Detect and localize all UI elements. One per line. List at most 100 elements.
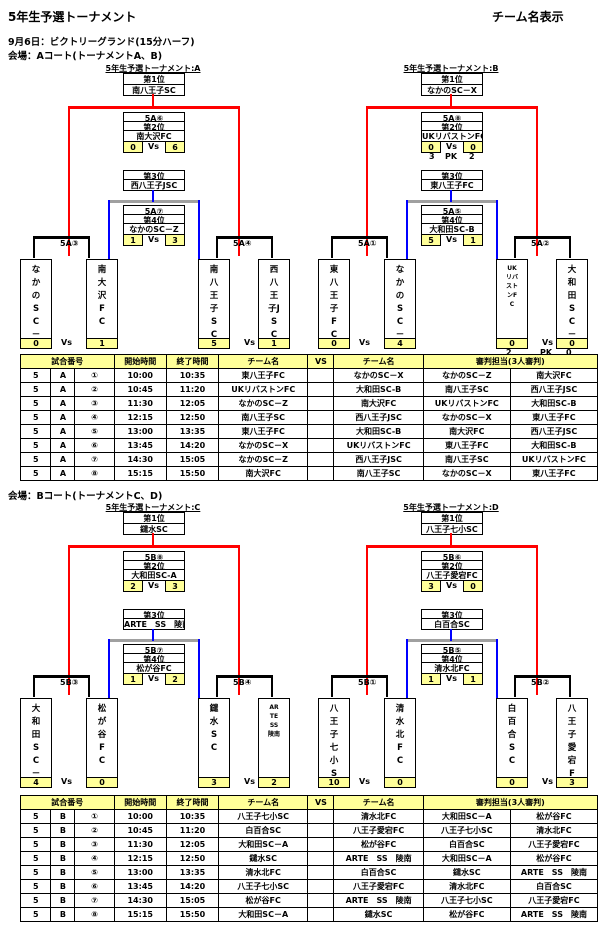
table-cell: ④ (74, 410, 115, 425)
third-score-right: 1 (463, 234, 483, 246)
vs-label: Vs (148, 142, 159, 151)
table-header-start: 開始時間 (113, 354, 167, 369)
team-box: 白百合SC (496, 698, 528, 778)
final-score-right: 0 (463, 580, 483, 592)
semi-left-drop2 (386, 675, 388, 697)
team-box: 清水北FC (384, 698, 416, 778)
third-place-team: 東八王子FC (421, 179, 483, 191)
table-cell: 12:05 (165, 837, 220, 852)
table-cell: 南大沢FC (509, 368, 599, 383)
table-cell: A (50, 382, 76, 397)
table-cell: 清水北FC (218, 865, 309, 880)
vs-label: Vs (446, 674, 457, 683)
team-box: なかのSC－Z (20, 259, 52, 339)
third-place-team: 西八王子JSC (123, 179, 185, 191)
team-score: 3 (198, 777, 230, 788)
team-box: 西八王子JSC (258, 259, 290, 339)
semi-left-drop2 (386, 236, 388, 258)
table-cell: 南八王子SC (422, 382, 511, 397)
champion-path-right (238, 545, 240, 695)
table-cell: 11:20 (165, 382, 220, 397)
vs-cell (307, 382, 335, 397)
third-path-left (406, 639, 408, 699)
team-box: 鑓水SC (198, 698, 230, 778)
table-cell: ⑤ (74, 424, 115, 439)
semi-left-code: 5B① (358, 678, 377, 687)
team-pk-score: 0 (566, 348, 572, 357)
vs-label: Vs (148, 235, 159, 244)
team-box: 大和田SC－B (556, 259, 588, 339)
semi-left-drop (33, 236, 35, 258)
team-box: 東八王子FC (318, 259, 350, 339)
table-cell: 15:15 (113, 907, 167, 922)
table-cell: 12:15 (113, 851, 167, 866)
table-cell: ① (74, 809, 115, 824)
third-path-left (406, 200, 408, 260)
second-place-team: UKリバストンFC (421, 130, 483, 142)
team-box: 南八王子SC (198, 259, 230, 339)
champion-path-stem (152, 533, 154, 547)
third-path-stem (450, 629, 452, 641)
champion-path-left (68, 106, 70, 256)
table-cell: 白百合SC (218, 823, 309, 838)
vs-label: Vs (244, 338, 255, 347)
team-name: 大和田SC－B (567, 265, 577, 339)
semi-right-drop2 (271, 236, 273, 258)
third-path-top-grey (108, 200, 200, 203)
venue-a-heading: 会場：Aコート(トーナメントA、B) (8, 51, 163, 62)
table-cell: 東八王子FC (509, 466, 599, 481)
display-mode-label: チーム名表示 (492, 10, 564, 24)
semi-right-drop (216, 675, 218, 697)
table-cell: 八王子七小SC (218, 809, 309, 824)
semi-left-drop2 (88, 675, 90, 697)
table-cell: 大和田SC-B (333, 424, 424, 439)
table-cell: 10:35 (165, 809, 220, 824)
table-header-team: チーム名 (333, 795, 424, 810)
table-cell: 西八王子JSC (509, 382, 599, 397)
table-cell: 12:50 (165, 851, 220, 866)
table-cell: ⑦ (74, 893, 115, 908)
table-header-team: チーム名 (333, 354, 424, 369)
final-score-left: 3 (421, 580, 441, 592)
table-cell: 南八王子SC (333, 466, 424, 481)
table-cell: ⑦ (74, 452, 115, 467)
table-cell: ARTE SS 陵南 (333, 893, 424, 908)
final-score-right: 0 (463, 141, 483, 153)
final-pk-left (131, 152, 143, 162)
champion-path-right (536, 545, 538, 695)
table-cell: 5 (19, 424, 52, 439)
table-cell: 八王子七小SC (422, 893, 511, 908)
third-path-left (108, 200, 110, 260)
vs-label: Vs (244, 777, 255, 786)
table-cell: ③ (74, 837, 115, 852)
semi-left-code: 5A③ (60, 239, 79, 248)
champion-path-top (68, 545, 240, 548)
team-box: 八王子愛宕FC (556, 698, 588, 778)
table-cell: なかのSC－X (218, 438, 309, 453)
table-cell: 東八王子FC (422, 438, 511, 453)
team-score: 1 (86, 338, 118, 349)
team-score: 0 (86, 777, 118, 788)
table-cell: 大和田SC-B (509, 438, 599, 453)
table-cell: 5 (19, 865, 52, 880)
pk-label: PK (540, 348, 553, 357)
semi-left-drop2 (88, 236, 90, 258)
fourth-place-team: なかのSC－Z (123, 223, 185, 235)
table-cell: 鑓水SC (422, 865, 511, 880)
table-cell: 5 (19, 823, 52, 838)
table-cell: なかのSC－Z (218, 452, 309, 467)
team-name: なかのSC－Z (31, 265, 41, 339)
third-path-right (496, 639, 498, 699)
final-score-left: 0 (123, 141, 143, 153)
semi-right-bar (216, 236, 273, 239)
table-cell: A (50, 452, 76, 467)
table-cell: B (50, 837, 76, 852)
table-cell: なかのSC－Z (218, 396, 309, 411)
vs-cell (307, 823, 335, 838)
team-box: なかのSC－X (384, 259, 416, 339)
third-score-right: 3 (165, 234, 185, 246)
team-name: なかのSC－X (395, 265, 405, 339)
